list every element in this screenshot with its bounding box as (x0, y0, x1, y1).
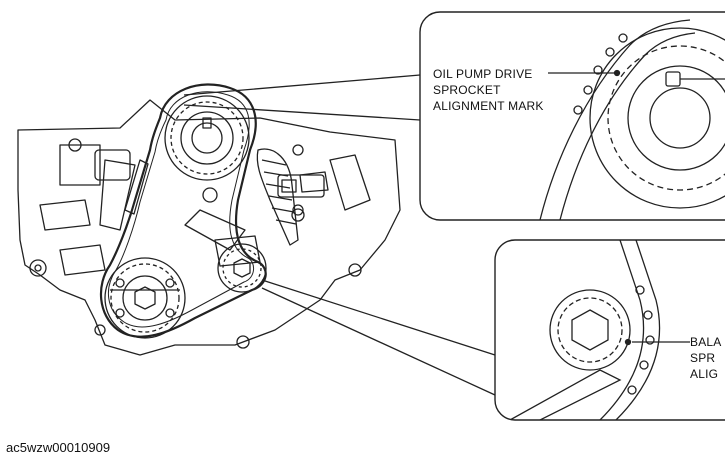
callout-balancer-line-2: SPR (690, 351, 715, 365)
upper-sprocket (164, 95, 250, 181)
callout-oil-pump-line-1: OIL PUMP DRIVE (433, 67, 533, 81)
leader-line-bottom-1 (261, 279, 496, 356)
callout-oil-pump-line-2: SPROCKET (433, 83, 501, 97)
callout-balancer-line-1: BALA (690, 335, 722, 349)
callout-oil-pump-line-3: ALIGNMENT MARK (433, 99, 544, 113)
leader-line-top-1 (183, 74, 421, 96)
leader-line-bottom-2 (261, 287, 496, 396)
chain-guide (124, 159, 149, 215)
timing-chain-inner (107, 91, 254, 328)
callout-balancer-line-3: ALIG (690, 367, 718, 381)
figure-id: ac5wzw00010909 (6, 440, 111, 455)
engine-block-outline (17, 99, 401, 356)
balancer-sprocket (217, 243, 267, 293)
block-details (29, 138, 371, 349)
callout-box-balancer: BALA SPR ALIG (494, 239, 725, 421)
chain-tensioner (256, 148, 325, 246)
leader-line-top-2 (183, 104, 421, 121)
callout-box-oil-pump: OIL PUMP DRIVE SPROCKET ALIGNMENT MARK (419, 11, 725, 221)
oil-pump-sprocket (104, 257, 186, 339)
